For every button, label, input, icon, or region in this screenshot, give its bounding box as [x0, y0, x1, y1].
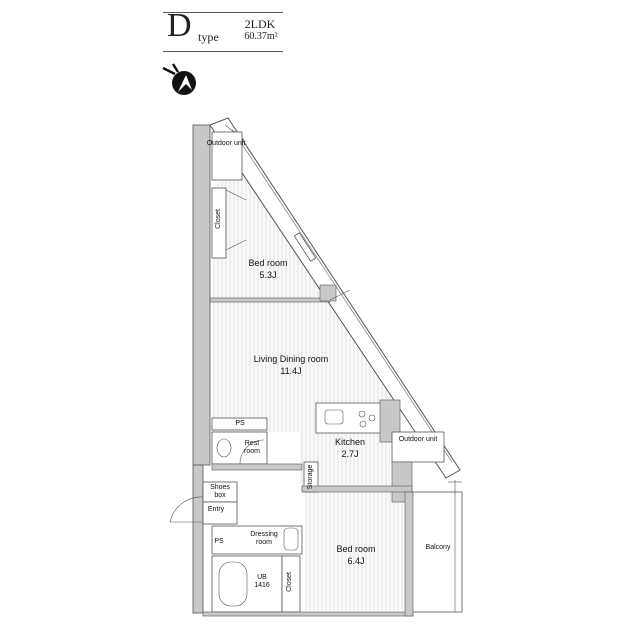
- wall-bedroom1-bottom: [209, 297, 331, 303]
- kitchen-name: Kitchen: [334, 437, 366, 447]
- type-word: type: [198, 30, 219, 44]
- wall-left: [192, 124, 211, 466]
- shoes-box-label: Shoes box: [210, 484, 230, 499]
- closet-bottom-label: Closet: [286, 572, 293, 592]
- bathtub-icon: [218, 561, 248, 607]
- ps-bottom-label: PS: [214, 538, 224, 545]
- ub-label: UB 1416: [254, 574, 270, 589]
- wall-left-lower: [192, 464, 204, 614]
- dressing-room-label: Dressing room: [250, 531, 278, 546]
- bedroom-1-size: 5.3J: [259, 270, 277, 280]
- north-arrow-icon: [162, 63, 196, 95]
- closet-top-label: Closet: [215, 209, 222, 229]
- type-letter: D: [167, 7, 192, 44]
- toilet-icon: [216, 438, 232, 458]
- outdoor-unit-right-label: Outdoor unit: [398, 436, 438, 443]
- balcony-label: Balcony: [425, 544, 451, 551]
- outdoor-unit-top: [211, 131, 243, 181]
- kitchen-size: 2.7J: [341, 449, 359, 459]
- rest-room: [211, 431, 268, 465]
- layout-code: 2LDK: [244, 17, 276, 31]
- bedroom-1-name: Bed room: [248, 258, 288, 268]
- stove-icon: [358, 410, 366, 418]
- balcony: [411, 491, 463, 613]
- living-size: 11.4J: [280, 366, 302, 376]
- outdoor-unit-right: [391, 431, 445, 463]
- ps-top-label: PS: [235, 420, 245, 427]
- living-name: Living Dining room: [253, 354, 329, 364]
- storage-label: Storage: [307, 464, 314, 490]
- closet-top: [211, 187, 227, 259]
- bedroom-2-name: Bed room: [336, 544, 376, 554]
- floor-area: 60.37m²: [244, 31, 278, 42]
- sink-icon: [324, 409, 344, 425]
- bedroom-2-size: 6.4J: [347, 556, 365, 566]
- rest-room-label: Rest room: [244, 440, 260, 455]
- entry-label: Entry: [207, 506, 225, 513]
- entry: [202, 501, 238, 525]
- header-frame: [163, 12, 283, 52]
- outdoor-unit-top-label: Outdoor unit: [206, 140, 246, 147]
- ps-top: [211, 417, 268, 431]
